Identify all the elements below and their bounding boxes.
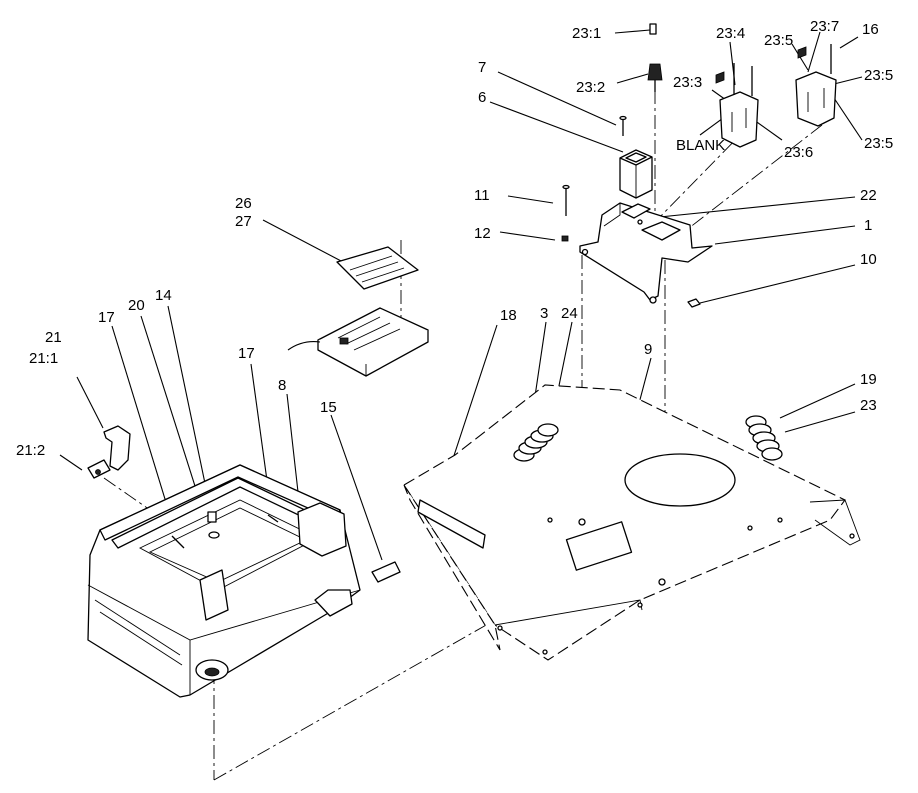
callout-9: 9 <box>644 341 652 358</box>
bolt-11 <box>562 184 570 216</box>
callout-18: 18 <box>500 307 517 324</box>
nut-10 <box>687 298 701 308</box>
callout-21: 21 <box>45 329 62 346</box>
seat-housing <box>87 464 361 698</box>
fastener-17-right <box>267 514 279 523</box>
callout-11: 11 <box>474 187 490 204</box>
callout-23-1: 23:1 <box>572 25 601 42</box>
mower-deck <box>403 384 861 661</box>
callout-20: 20 <box>128 297 145 314</box>
callout-17-left: 17 <box>98 309 115 326</box>
callout-27: 27 <box>235 213 252 230</box>
callout-23-2: 23:2 <box>576 79 605 96</box>
spring-3 <box>513 423 559 462</box>
callout-21-2: 21:2 <box>16 442 45 459</box>
callout-23-3: 23:3 <box>673 74 702 91</box>
callout-17-right: 17 <box>238 345 255 362</box>
callout-1: 1 <box>864 217 872 234</box>
callout-26: 26 <box>235 195 252 212</box>
deck-opening <box>624 453 736 507</box>
callout-24: 24 <box>561 305 578 322</box>
control-bracket <box>579 202 713 304</box>
washer-20 <box>208 531 220 539</box>
callout-15: 15 <box>320 399 337 416</box>
pin-23-1 <box>649 23 657 35</box>
callout-22: 22 <box>860 187 877 204</box>
decal-9 <box>565 521 633 571</box>
callout-10: 10 <box>860 251 877 268</box>
callout-8: 8 <box>278 377 286 394</box>
callout-19: 19 <box>860 371 877 388</box>
callout-23-6: 23:6 <box>784 144 813 161</box>
callout-23: 23 <box>860 397 877 414</box>
switch-holder-23-3 <box>715 63 759 148</box>
callout-12: 12 <box>474 225 491 242</box>
bolt-14 <box>207 511 217 523</box>
callout-23-7: 23:7 <box>810 18 839 35</box>
callout-3: 3 <box>540 305 548 322</box>
callout-21-1: 21:1 <box>29 350 58 367</box>
switch-holder-23-5 <box>795 44 837 127</box>
nut-12 <box>561 235 569 242</box>
callout-7: 7 <box>478 59 486 76</box>
callout-6: 6 <box>478 89 486 106</box>
callout-14: 14 <box>155 287 172 304</box>
latch-21 <box>87 425 131 479</box>
callout-23-5-a: 23:5 <box>764 32 793 49</box>
callout-blank: BLANK <box>676 137 725 154</box>
switch-6 <box>619 149 653 199</box>
callout-23-5-c: 23:5 <box>864 135 893 152</box>
alignment-lines <box>103 90 823 781</box>
callout-23-4: 23:4 <box>716 25 745 42</box>
fastener-17-left <box>171 535 185 549</box>
callout-labels: 23:1 23:2 23:3 23:4 23:5 23:7 16 23:5 23… <box>16 18 893 459</box>
pad-15 <box>371 561 401 583</box>
callout-23-5-b: 23:5 <box>864 67 893 84</box>
spring-19 <box>745 415 783 461</box>
screw-7 <box>619 115 627 136</box>
connector-23-2 <box>647 63 663 92</box>
decal-panel <box>336 246 419 290</box>
control-module <box>287 307 429 377</box>
callout-16: 16 <box>862 21 879 38</box>
